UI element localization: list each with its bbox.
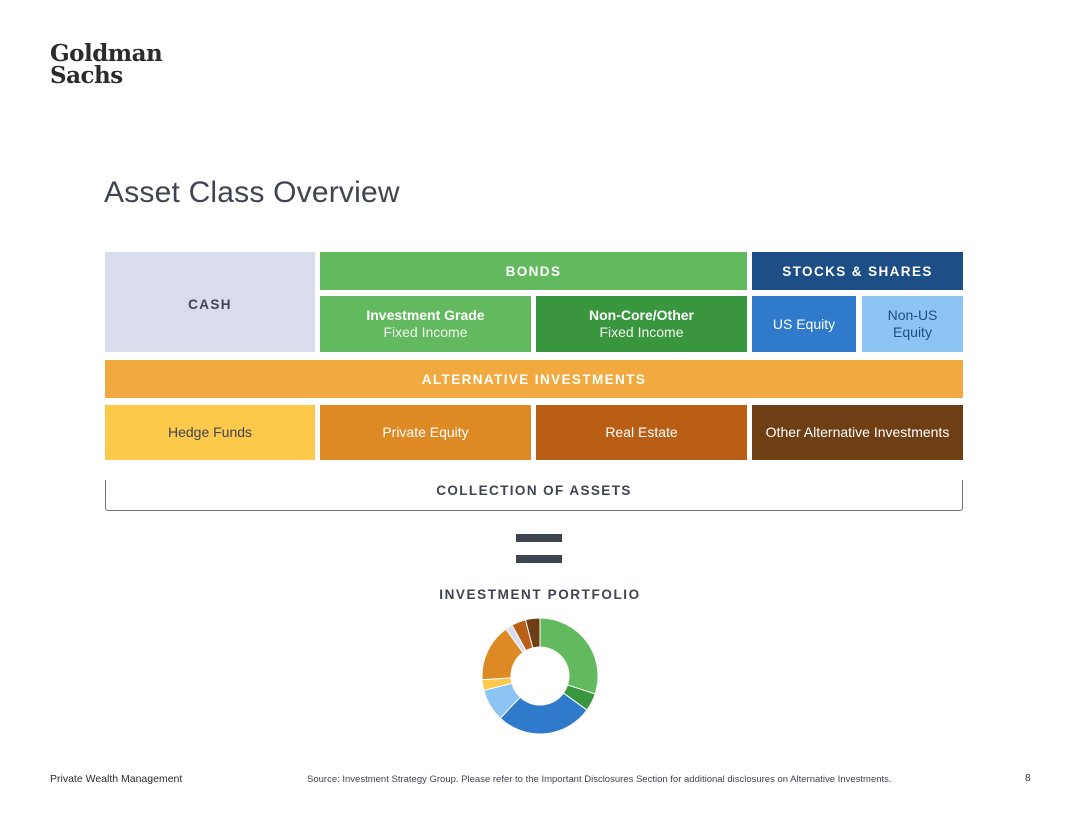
equals-bar-bottom [516, 555, 562, 563]
other-alternative-investments-block: Other Alternative Investments [752, 405, 963, 460]
page-number: 8 [1025, 773, 1031, 784]
hedge-funds-label: Hedge Funds [167, 424, 253, 440]
equals-icon [516, 534, 562, 563]
non-us-equity-line-2: Equity [893, 324, 932, 340]
goldman-sachs-logo: Goldman Sachs [50, 40, 163, 89]
collection-bracket [105, 480, 963, 511]
donut-slice-8 [524, 617, 541, 649]
non-core-block: Non-Core/Other Fixed Income [536, 296, 747, 352]
logo-line-1: Goldman [50, 40, 163, 67]
cash-block: CASH [105, 252, 315, 352]
non-core-title: Non-Core/Other [589, 307, 694, 323]
real-estate-label: Real Estate [605, 424, 678, 440]
other-alternative-investments-label: Other Alternative Investments [765, 424, 950, 440]
page-title: Asset Class Overview [104, 176, 400, 209]
cash-label: CASH [188, 297, 232, 312]
footer-division: Private Wealth Management [50, 773, 183, 785]
donut-slice-0 [539, 617, 599, 695]
alternative-investments-label: ALTERNATIVE INVESTMENTS [421, 371, 647, 387]
investment-portfolio-label: INVESTMENT PORTFOLIO [439, 587, 641, 602]
us-equity-label: US Equity [772, 315, 836, 332]
donut-slice-2 [499, 692, 588, 735]
portfolio-donut-chart [481, 617, 599, 735]
stocks-shares-label: STOCKS & SHARES [782, 263, 933, 279]
non-us-equity-line-1: Non-US [887, 307, 938, 323]
us-equity-block: US Equity [752, 296, 856, 352]
alternative-investments-header-block: ALTERNATIVE INVESTMENTS [105, 360, 963, 398]
investment-grade-block: Investment Grade Fixed Income [320, 296, 531, 352]
stocks-shares-header-block: STOCKS & SHARES [752, 252, 963, 290]
bonds-header-block: BONDS [320, 252, 747, 290]
collection-of-assets-label: COLLECTION OF ASSETS [436, 483, 632, 498]
footer-source-note: Source: Investment Strategy Group. Pleas… [307, 774, 892, 785]
investment-grade-title: Investment Grade [366, 307, 485, 323]
investment-grade-subtitle: Fixed Income [383, 324, 468, 340]
logo-line-2: Sachs [50, 62, 123, 89]
private-equity-label: Private Equity [382, 424, 469, 440]
bonds-label: BONDS [505, 263, 562, 279]
non-us-equity-block: Non-US Equity [862, 296, 963, 352]
real-estate-block: Real Estate [536, 405, 747, 460]
equals-bar-top [516, 534, 562, 542]
non-core-subtitle: Fixed Income [599, 324, 684, 340]
hedge-funds-block: Hedge Funds [105, 405, 315, 460]
private-equity-block: Private Equity [320, 405, 531, 460]
